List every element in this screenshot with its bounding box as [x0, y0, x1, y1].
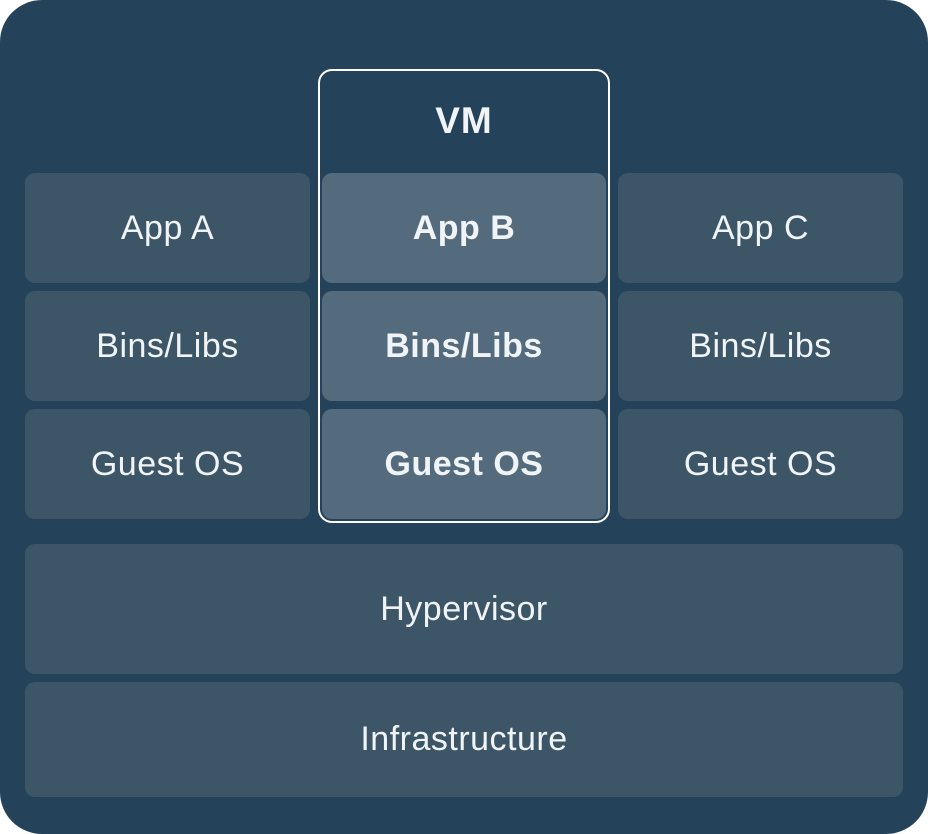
- layer-hypervisor: Hypervisor: [25, 544, 903, 674]
- layer-guest-os-c: Guest OS: [618, 409, 903, 519]
- layer-bins-libs-c: Bins/Libs: [618, 291, 903, 401]
- layer-guest-os-a: Guest OS: [25, 409, 310, 519]
- vm-group-label: VM: [435, 100, 493, 141]
- layer-guest-os-b: Guest OS: [322, 409, 606, 519]
- layer-app-c: App C: [618, 173, 903, 283]
- layer-bins-libs-a: Bins/Libs: [25, 291, 310, 401]
- layer-app-a: App A: [25, 173, 310, 283]
- layer-infrastructure: Infrastructure: [25, 682, 903, 797]
- layer-app-b: App B: [322, 173, 606, 283]
- layer-bins-libs-b: Bins/Libs: [322, 291, 606, 401]
- vm-group-border: [318, 69, 610, 523]
